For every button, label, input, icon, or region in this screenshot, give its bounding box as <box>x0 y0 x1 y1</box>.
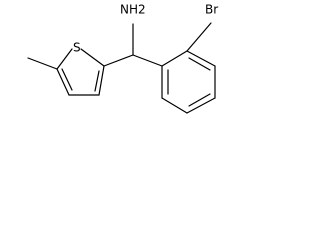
bond-thiophene-c3-c2 <box>98 65 105 96</box>
bond-phenyl-5-6 <box>161 97 188 114</box>
bond-phenyl-4-5 <box>186 97 216 114</box>
bond-thiophene-c5-c4 <box>56 68 70 96</box>
amine-label: NH2 <box>120 3 146 17</box>
bond-ch-phenyl <box>132 54 163 67</box>
bromine-label: Br <box>205 3 218 17</box>
bond-phenyl-2-3-double <box>188 57 211 71</box>
sulfur-label: S <box>73 41 81 55</box>
bond-phenyl-1-2 <box>161 50 188 67</box>
bond-thiophene-c4-c5-double <box>61 68 73 91</box>
bond-thiophene-c3-c2-double <box>94 70 100 92</box>
bond-methyl <box>27 57 58 70</box>
bond-thiophene-s-c5 <box>56 48 73 70</box>
bond-phenyl-br <box>186 22 212 52</box>
bond-thiophene-c2-s <box>80 48 105 67</box>
chemical-structure-diagram: NH2 Br S <box>27 3 218 114</box>
bond-ch-thiophene <box>103 54 134 67</box>
bond-phenyl-2-3 <box>186 50 216 67</box>
bond-phenyl-4-5-double <box>188 93 211 107</box>
